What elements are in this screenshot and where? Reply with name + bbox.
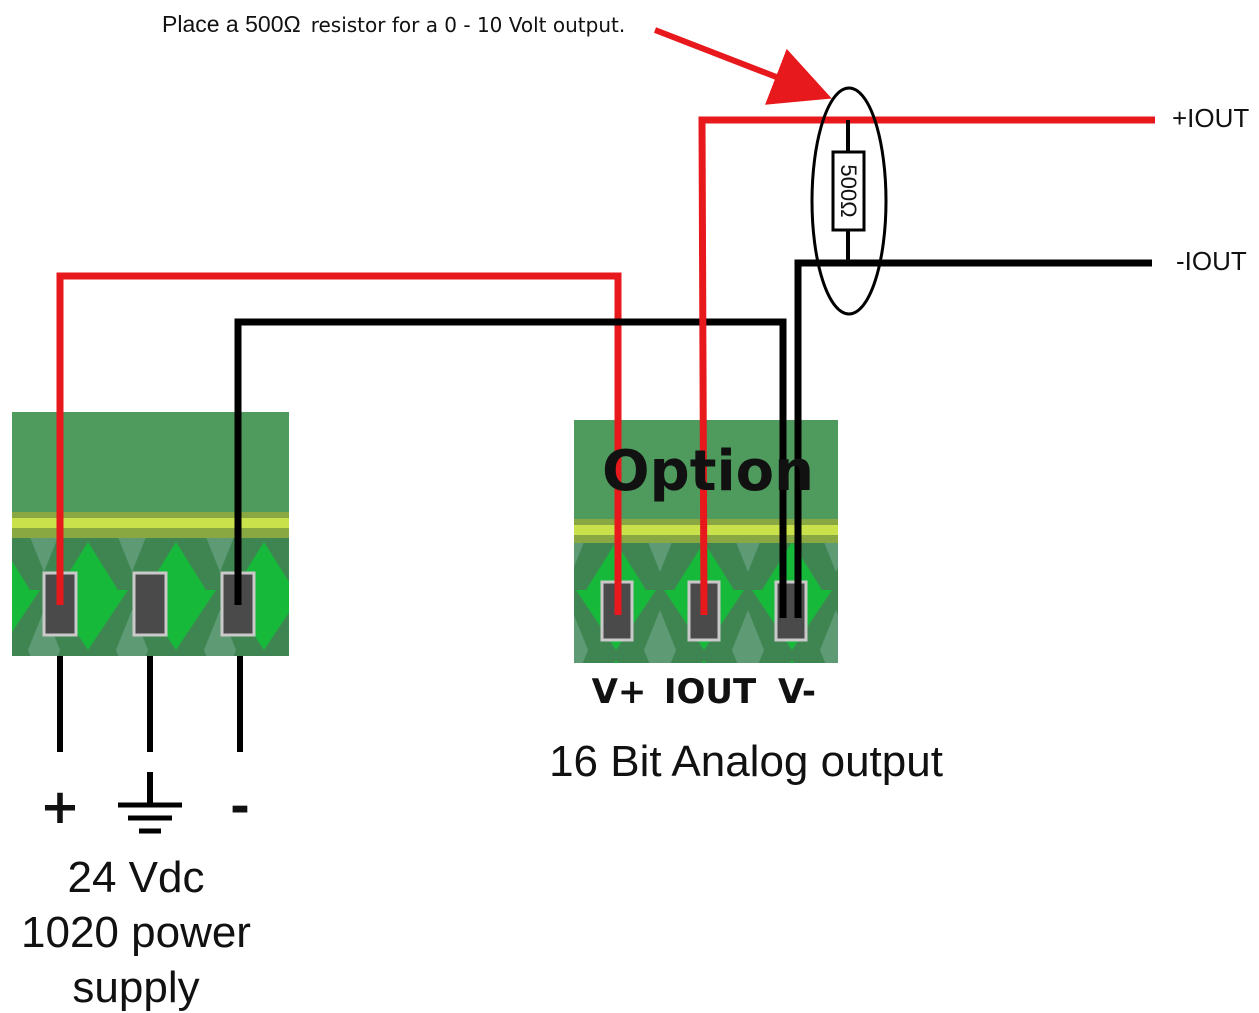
annotation-arrow xyxy=(653,27,832,105)
power-supply-legs xyxy=(57,656,243,752)
resistor-symbol: 500Ω xyxy=(831,120,866,263)
annotation-text: Place a 500Ω resistor for a 0 - 10 Volt … xyxy=(162,11,625,37)
power-supply-caption-line1: 24 Vdc xyxy=(68,853,205,902)
wire-power-plus-to-vplus xyxy=(56,272,622,615)
wire-vminus-to-minus-iout xyxy=(794,259,1152,618)
ground-icon xyxy=(118,772,182,834)
pin-label-vplus: V+ xyxy=(592,672,647,712)
resistor-highlight-ellipse xyxy=(810,86,888,316)
plus-iout-label: +IOUT xyxy=(1172,103,1249,133)
annotation-text-part1: Place a 500Ω xyxy=(162,11,301,37)
power-supply-terminal-block xyxy=(12,412,289,656)
resistor-label: 500Ω xyxy=(836,164,861,217)
option-title: Option xyxy=(602,439,814,504)
power-sign-plus: + xyxy=(40,779,80,835)
pin-label-vminus: V- xyxy=(778,672,816,712)
wire-power-minus-to-vminus xyxy=(234,318,787,618)
power-supply-caption-line3: supply xyxy=(72,963,199,1012)
annotation-text-part2: resistor for a 0 - 10 Volt output. xyxy=(311,13,626,37)
power-pin-socket-ground xyxy=(132,571,168,637)
minus-iout-label: -IOUT xyxy=(1176,246,1247,276)
option-caption: 16 Bit Analog output xyxy=(549,737,943,786)
wire-iout-to-plus-iout xyxy=(698,116,1155,616)
power-supply-caption-line2: 1020 power xyxy=(21,908,251,957)
power-sign-minus: - xyxy=(230,779,250,835)
pin-label-iout: IOUT xyxy=(664,672,757,712)
